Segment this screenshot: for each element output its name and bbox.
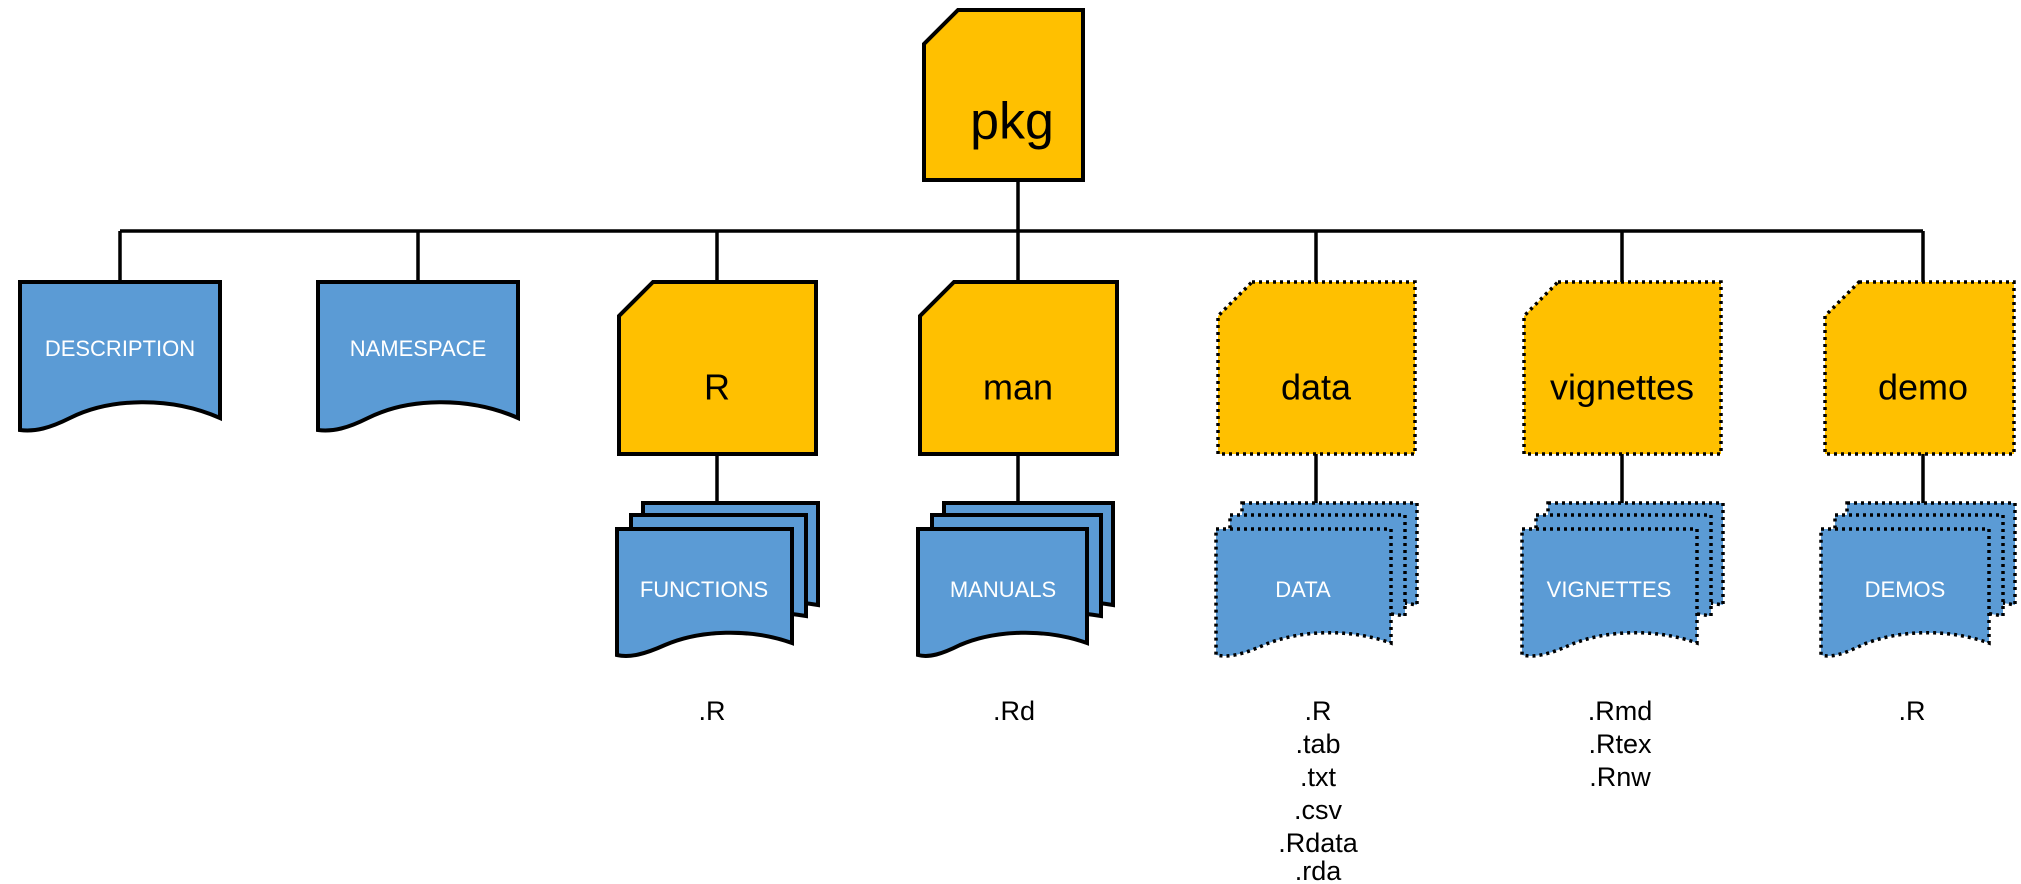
extensions-vignettes: .Rmd .Rtex .Rnw bbox=[1588, 696, 1653, 792]
vignettes-folder-icon bbox=[1522, 280, 1723, 456]
extensions-demo: .R bbox=[1899, 696, 1926, 726]
extension-label: .R bbox=[1899, 696, 1926, 726]
extension-label: .Rtex bbox=[1588, 729, 1652, 759]
extension-label: .txt bbox=[1300, 762, 1337, 792]
description-label: DESCRIPTION bbox=[45, 336, 195, 361]
folder-man: man bbox=[918, 280, 1119, 456]
functions-stack-label: FUNCTIONS bbox=[640, 577, 768, 602]
data-stack-front-sheet bbox=[1214, 527, 1393, 658]
demo-folder-label: demo bbox=[1878, 367, 1968, 408]
vignettes-files-stack: VIGNETTES bbox=[1520, 501, 1725, 658]
folder-demo: demo bbox=[1823, 280, 2016, 456]
functions-stack: FUNCTIONS bbox=[615, 501, 820, 658]
file-namespace: NAMESPACE bbox=[316, 280, 520, 433]
man-folder-icon bbox=[918, 280, 1119, 456]
man-folder-label: man bbox=[983, 367, 1053, 408]
folder-r: R bbox=[617, 280, 818, 456]
manuals-stack-front-sheet bbox=[916, 527, 1089, 658]
extension-label: .Rd bbox=[993, 696, 1035, 726]
connector-lines bbox=[118, 180, 1925, 503]
demos-stack: DEMOS bbox=[1819, 501, 2017, 658]
extensions-man: .Rd bbox=[993, 696, 1035, 726]
data-stack-label: DATA bbox=[1275, 577, 1331, 602]
namespace-label: NAMESPACE bbox=[350, 336, 487, 361]
data-files-stack: DATA bbox=[1214, 501, 1419, 658]
folder-data: data bbox=[1216, 280, 1417, 456]
root-folder: pkg bbox=[922, 8, 1085, 182]
namespace-document-icon bbox=[316, 280, 520, 433]
file-description: DESCRIPTION bbox=[18, 280, 222, 433]
extension-label: .csv bbox=[1294, 795, 1343, 825]
root-folder-label: pkg bbox=[970, 93, 1054, 151]
manuals-stack: MANUALS bbox=[916, 501, 1115, 658]
extension-label: .rda bbox=[1295, 856, 1343, 884]
demos-stack-label: DEMOS bbox=[1865, 577, 1946, 602]
description-document-icon bbox=[18, 280, 222, 433]
data-folder-icon bbox=[1216, 280, 1417, 456]
root-folder-icon bbox=[922, 8, 1085, 182]
demo-folder-icon bbox=[1823, 280, 2016, 456]
r-folder-icon bbox=[617, 280, 818, 456]
extensions-r: .R bbox=[699, 696, 726, 726]
extensions-data: .R .tab .txt .csv .Rdata .rda bbox=[1278, 696, 1359, 884]
extension-label: .R bbox=[699, 696, 726, 726]
extension-label: .Rmd bbox=[1588, 696, 1653, 726]
extension-label: .Rdata bbox=[1278, 828, 1359, 858]
folder-vignettes: vignettes bbox=[1522, 280, 1723, 456]
manuals-stack-label: MANUALS bbox=[950, 577, 1056, 602]
extension-label: .R bbox=[1305, 696, 1332, 726]
demos-stack-front-sheet bbox=[1819, 527, 1991, 658]
vignettes-stack-label: VIGNETTES bbox=[1547, 577, 1672, 602]
extension-label: .tab bbox=[1295, 729, 1340, 759]
vignettes-stack-front-sheet bbox=[1520, 527, 1699, 658]
data-folder-label: data bbox=[1281, 367, 1352, 408]
functions-stack-front-sheet bbox=[615, 527, 794, 658]
extension-label: .Rnw bbox=[1589, 762, 1651, 792]
vignettes-folder-label: vignettes bbox=[1550, 367, 1694, 408]
r-folder-label: R bbox=[704, 367, 730, 408]
